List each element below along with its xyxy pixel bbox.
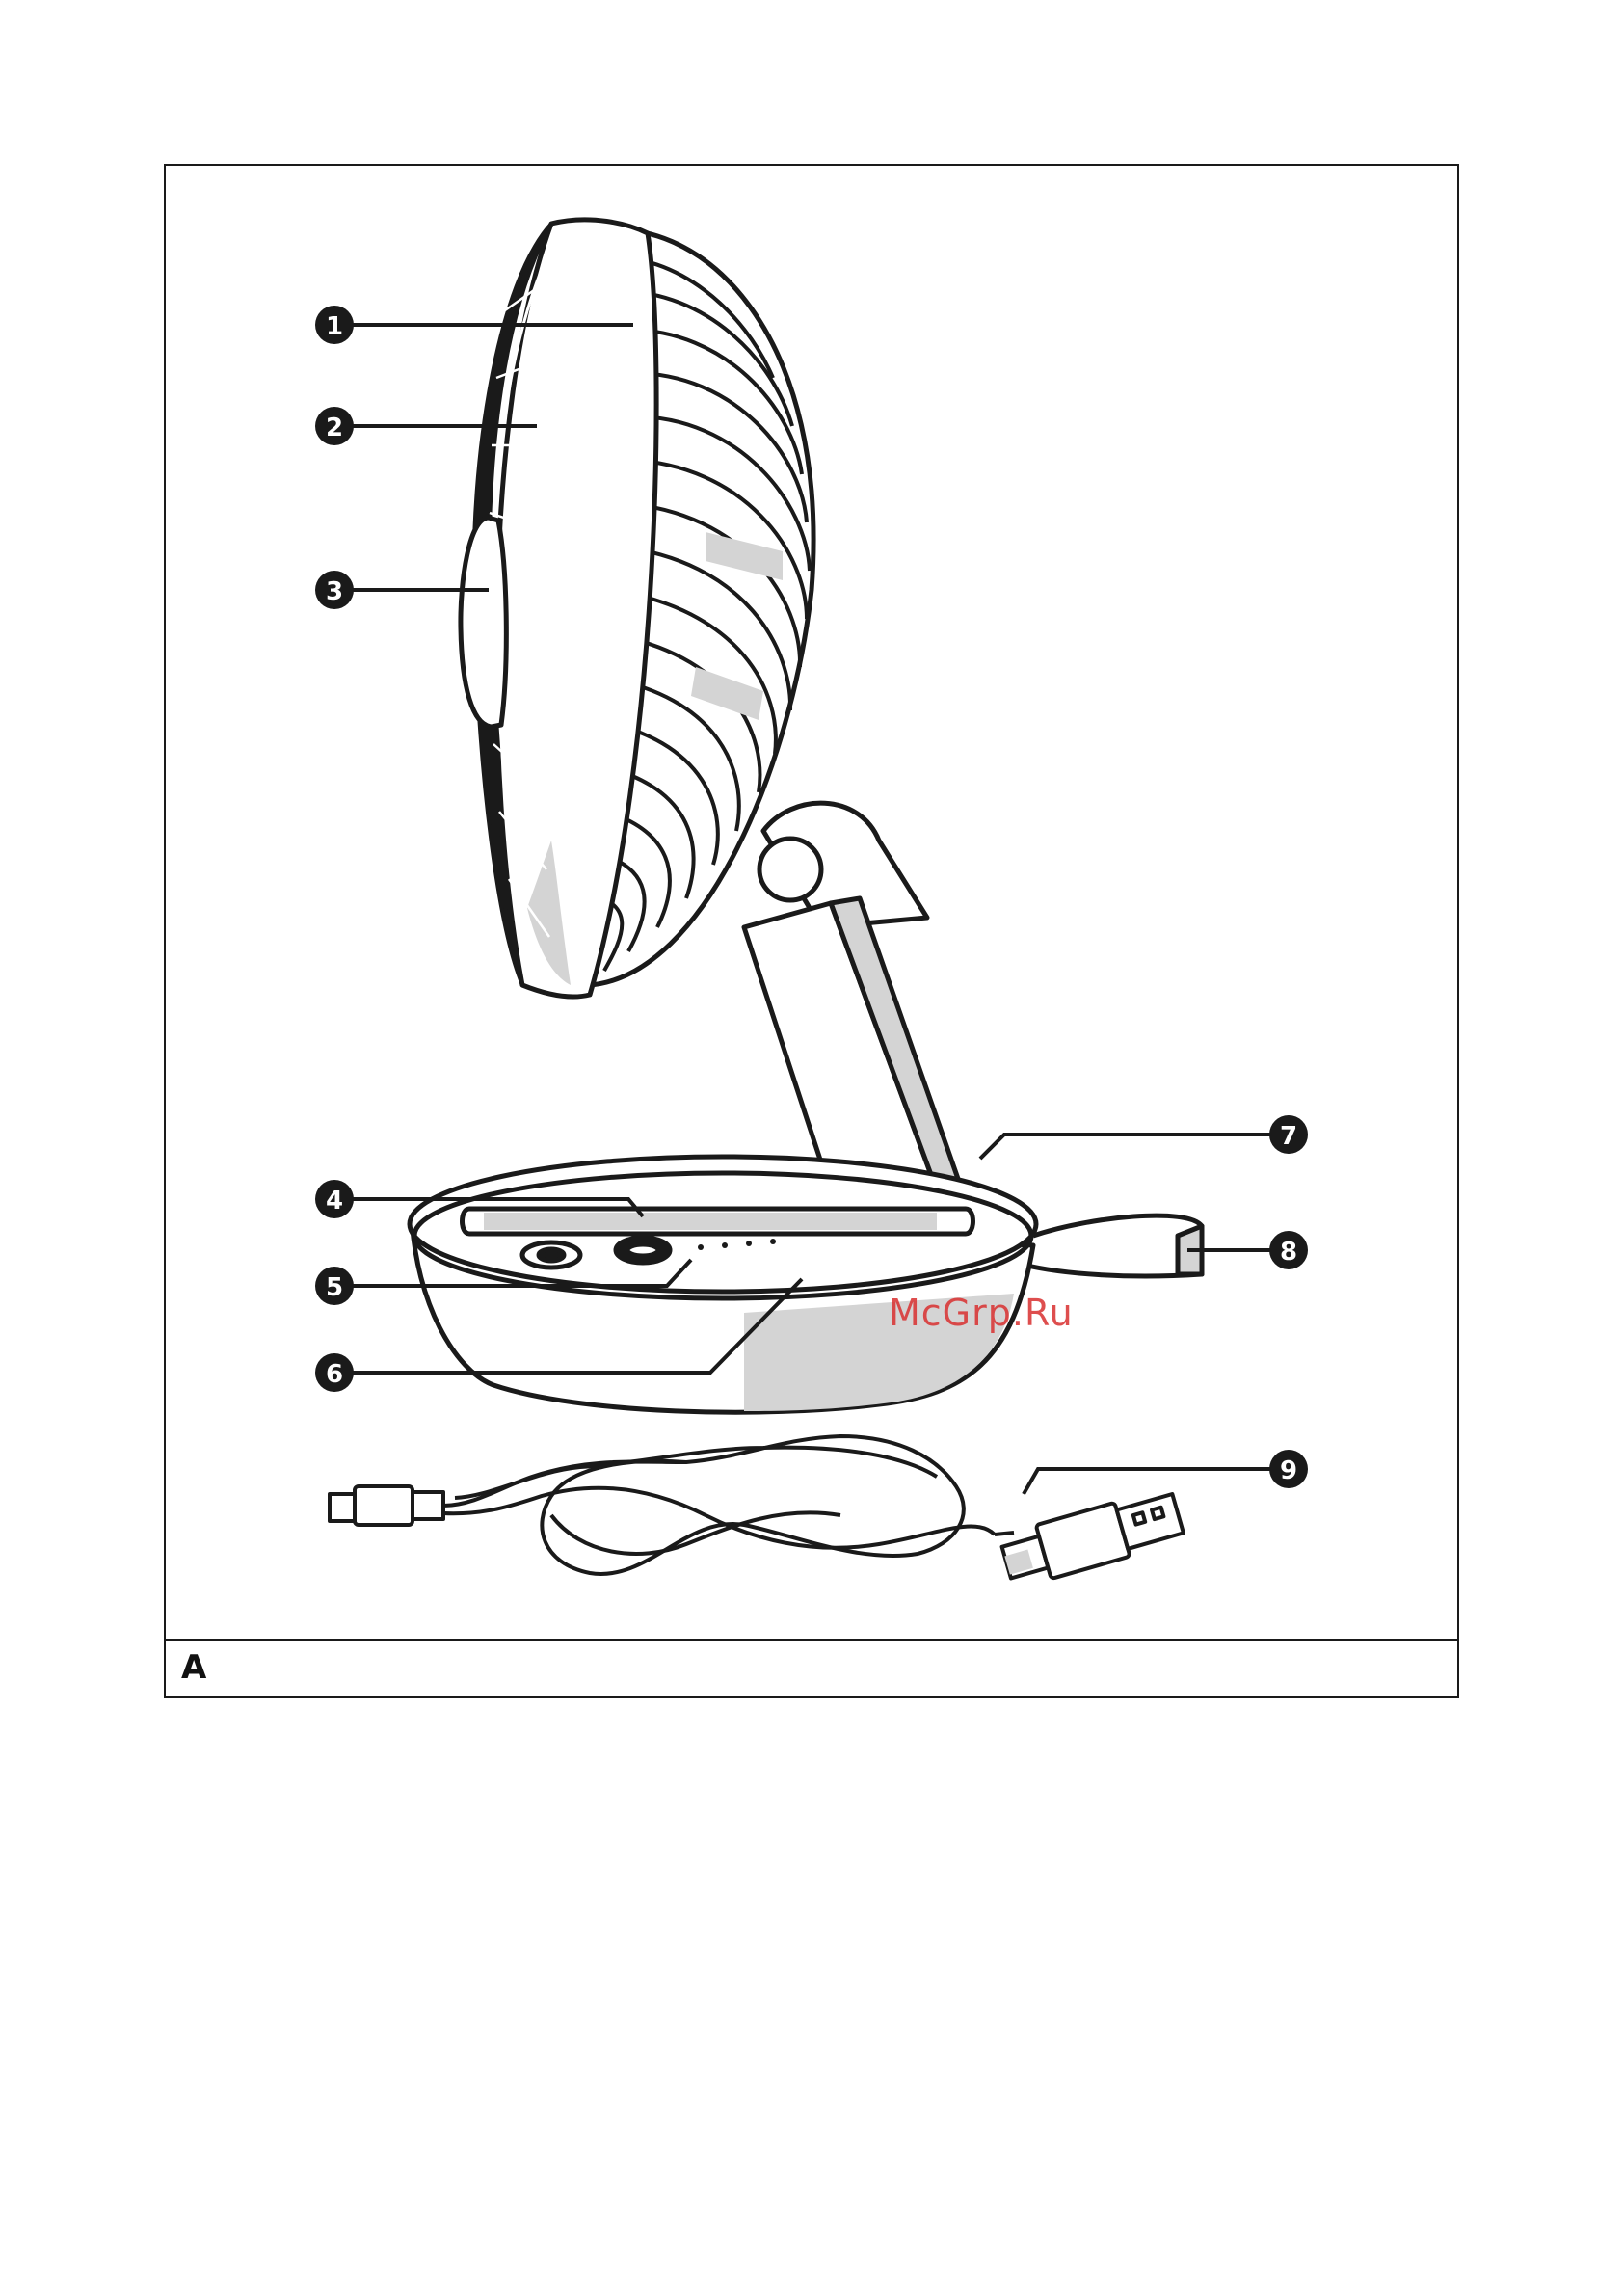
callout-number: 7	[1280, 1122, 1297, 1151]
callout-number: 9	[1280, 1456, 1297, 1485]
fan-illustration: 1 2 3 4 5 6 7 8 9	[166, 166, 1457, 1642]
callout-7: 7	[1269, 1115, 1308, 1154]
usb-cable	[330, 1436, 1185, 1589]
figure-caption-bar: A	[166, 1639, 1457, 1696]
callout-number: 6	[326, 1360, 343, 1389]
figure-label: A	[181, 1648, 206, 1687]
callout-4: 4	[315, 1180, 354, 1218]
callout-number: 1	[326, 312, 343, 341]
micro-usb-tip	[330, 1494, 355, 1521]
watermark-text: McGrp.Ru	[889, 1292, 1074, 1334]
callout-6: 6	[315, 1353, 354, 1392]
callout-number: 4	[326, 1187, 343, 1215]
callout-1: 1	[315, 306, 354, 344]
callout-5: 5	[315, 1267, 354, 1305]
callout-number: 5	[326, 1273, 343, 1302]
callout-number: 2	[326, 414, 343, 442]
callout-9: 9	[1269, 1450, 1308, 1488]
callout-8: 8	[1269, 1231, 1308, 1269]
callout-3: 3	[315, 571, 354, 609]
callout-2: 2	[315, 407, 354, 445]
figure-frame: 1 2 3 4 5 6 7 8 9 McGrp.Ru A	[164, 164, 1459, 1698]
callout-number: 8	[1280, 1238, 1297, 1267]
callout-number: 3	[326, 577, 343, 606]
